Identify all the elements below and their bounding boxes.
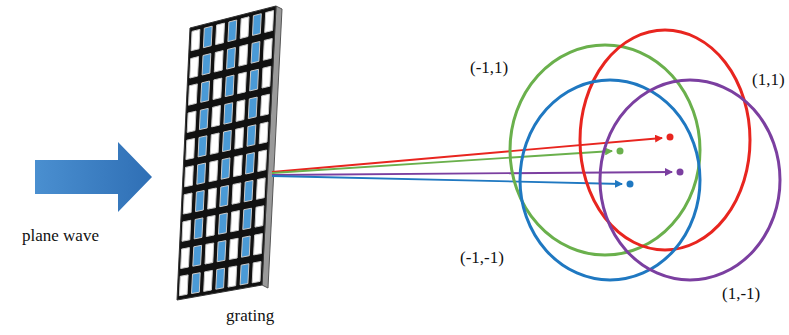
grating-label: grating	[226, 306, 274, 326]
diffraction-rays	[272, 138, 672, 184]
order-ellipses	[510, 30, 780, 280]
order-label: (1,-1)	[722, 284, 760, 304]
order-dots	[617, 134, 684, 188]
order-label: (-1,1)	[470, 58, 508, 78]
order-label: (-1,-1)	[460, 248, 504, 268]
order-label: (1,1)	[752, 70, 785, 90]
grating-grid	[177, 6, 282, 300]
plane-wave-arrow	[35, 142, 152, 212]
wave-label: plane wave	[22, 226, 99, 246]
